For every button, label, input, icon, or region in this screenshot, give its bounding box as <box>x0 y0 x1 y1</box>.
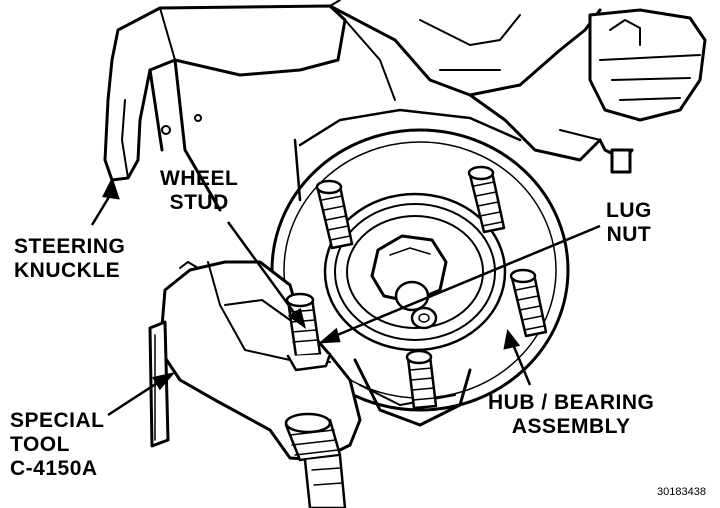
label-special-tool-line1: SPECIAL <box>10 409 105 432</box>
figure-id: 30183438 <box>657 486 706 498</box>
stud-top-right <box>467 165 506 234</box>
stud-bottom <box>405 349 438 410</box>
label-hub-bearing-line2: ASSEMBLY <box>511 415 631 438</box>
leader-lines <box>90 176 601 417</box>
upper-knuckle-body <box>328 0 707 174</box>
stud-top-left <box>315 179 354 250</box>
label-special-tool-line3: C-4150A <box>10 457 98 480</box>
special-tool-body <box>148 260 362 462</box>
label-lug-nut-line2: NUT <box>606 223 652 246</box>
label-wheel-stud-line2: STUD <box>169 191 229 214</box>
label-hub-bearing: HUB / BEARING ASSEMBLY <box>488 392 654 437</box>
label-wheel-stud-line1: WHEEL <box>160 167 239 190</box>
tool-forcing-screw <box>284 412 347 508</box>
label-steering-knuckle-line1: STEERING <box>14 235 126 258</box>
label-steering-knuckle: STEERING KNUCKLE <box>14 236 125 281</box>
steering-knuckle-arm <box>103 4 347 212</box>
label-hub-bearing-line1: HUB / BEARING <box>488 391 655 414</box>
label-steering-knuckle-line2: KNUCKLE <box>14 259 121 282</box>
wheel-studs <box>315 165 548 410</box>
stud-right <box>509 268 548 338</box>
hub-center-bore <box>323 192 507 352</box>
label-lug-nut-line1: LUG <box>606 199 652 222</box>
label-wheel-stud: WHEEL STUD <box>160 168 238 213</box>
label-special-tool: SPECIAL TOOL C-4150A <box>10 410 105 479</box>
label-special-tool-line2: TOOL <box>10 433 70 456</box>
label-lug-nut: LUG NUT <box>606 200 652 245</box>
